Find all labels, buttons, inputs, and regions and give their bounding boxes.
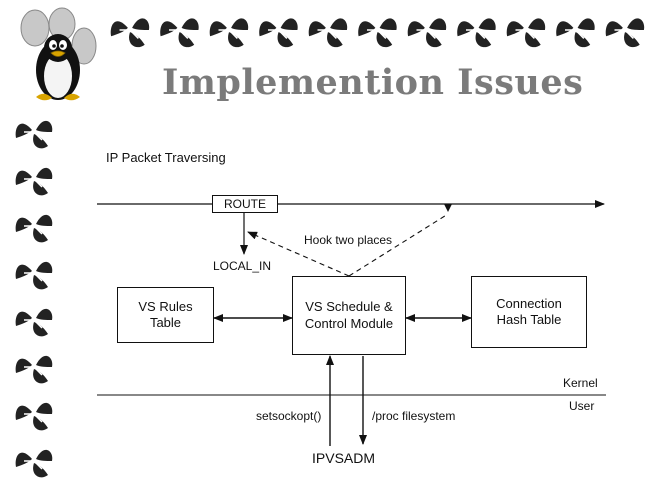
ipvsadm-label: IPVSADM [312, 450, 376, 466]
vs-rules-table-label: VS Rules Table [138, 298, 193, 330]
vs-rules-table-box: VS Rules Table [117, 287, 214, 343]
setsockopt-label: setsockopt() [256, 409, 322, 423]
black-leaf-icon [15, 308, 53, 337]
hook-label: Hook two places [304, 233, 393, 247]
vs-schedule-control-label: VS Schedule & Control Module [304, 299, 394, 331]
black-leaf-icon [15, 120, 53, 149]
user-label: User [569, 399, 595, 413]
local-in-label: LOCAL_IN [213, 259, 272, 273]
route-label: ROUTE [224, 196, 266, 211]
hook-dashed-left [247, 231, 350, 277]
connection-hash-table-label: Connection Hash Table [496, 295, 562, 327]
hook-dashed-right [348, 213, 449, 277]
black-leaf-icon [209, 18, 249, 48]
route-box: ROUTE [212, 195, 278, 213]
black-leaf-icon [15, 167, 53, 196]
black-leaf-icon [160, 18, 199, 48]
penguin-mascot-icon [20, 7, 97, 101]
black-leaf-icon [15, 355, 53, 384]
black-leaf-icon [259, 18, 298, 48]
black-leaf-icon [15, 261, 53, 290]
top-leaf-border [110, 18, 645, 48]
black-leaf-icon [506, 18, 546, 48]
black-leaf-icon [15, 449, 53, 478]
hook-point-marker [444, 204, 452, 212]
black-leaf-icon [556, 18, 595, 48]
vs-schedule-control-box: VS Schedule & Control Module [292, 276, 406, 355]
connection-hash-table-box: Connection Hash Table [471, 276, 587, 348]
black-leaf-icon [457, 18, 496, 48]
black-leaf-icon [308, 18, 348, 48]
slide-title: Implemention Issues [162, 62, 584, 103]
black-leaf-icon [15, 402, 53, 431]
black-leaf-icon [15, 214, 53, 243]
diagram-heading: IP Packet Traversing [106, 150, 226, 165]
kernel-label: Kernel [563, 376, 598, 390]
proc-filesystem-label: /proc filesystem [372, 409, 456, 423]
black-leaf-icon [605, 18, 645, 48]
black-leaf-icon [407, 18, 447, 48]
black-leaf-icon [358, 18, 397, 48]
black-leaf-icon [110, 18, 150, 48]
left-leaf-border [15, 120, 53, 478]
